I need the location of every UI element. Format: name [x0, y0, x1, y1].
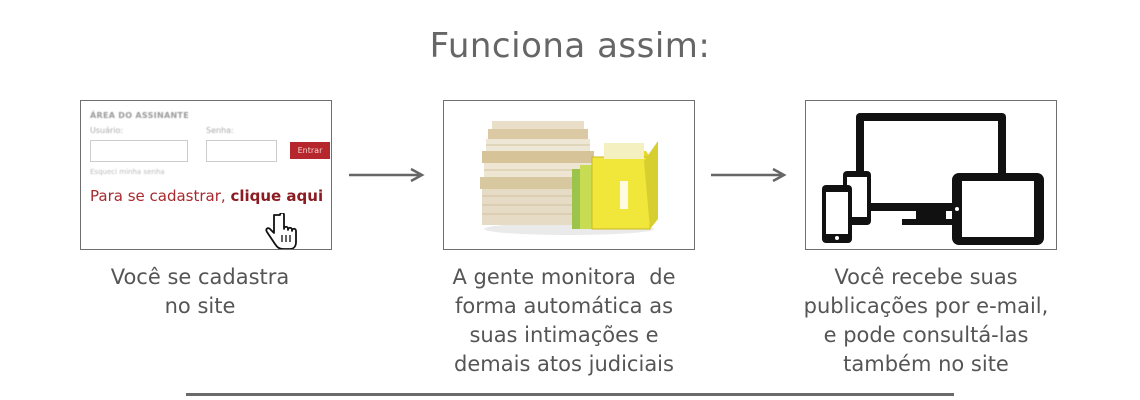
caption-line: Você recebe suas	[834, 265, 1018, 289]
bottom-divider	[186, 393, 954, 396]
arrow-right-icon	[711, 168, 787, 182]
page-title: Funciona assim:	[429, 26, 711, 66]
caption-line: A gente monitora de	[452, 265, 676, 289]
caption-line: forma automática as	[454, 294, 674, 318]
user-label: Usuário:	[90, 126, 124, 135]
folders-stack-icon	[480, 121, 658, 235]
step3-caption: Você recebe suas publicações por e-mail,…	[776, 263, 1076, 379]
register-text: Para se cadastrar, clique aqui	[90, 187, 323, 205]
step3-devices-panel	[805, 100, 1057, 250]
step1-login-panel: ÁREA DO ASSINANTE Usuário: Senha: Entrar…	[80, 100, 332, 250]
caption-line: no site	[164, 294, 236, 318]
step2-folders-panel	[443, 100, 695, 250]
register-link[interactable]: clique aqui	[230, 187, 324, 205]
devices-icon	[822, 113, 1044, 245]
hand-cursor-icon	[265, 213, 297, 249]
arrow-right-icon	[349, 168, 425, 182]
password-input[interactable]	[206, 140, 277, 162]
caption-line: publicações por e-mail,	[803, 294, 1049, 318]
login-heading: ÁREA DO ASSINANTE	[90, 111, 189, 120]
register-prefix: Para se cadastrar,	[90, 187, 226, 205]
caption-line: também no site	[843, 352, 1009, 376]
forgot-password-link[interactable]: Esqueci minha senha	[90, 168, 165, 176]
password-label: Senha:	[206, 126, 234, 135]
enter-button[interactable]: Entrar	[290, 142, 330, 159]
caption-line: e pode consultá-las	[823, 323, 1029, 347]
step1-caption: Você se cadastra no site	[50, 263, 350, 321]
step2-caption: A gente monitora de forma automática as …	[414, 263, 714, 379]
caption-line: demais atos judiciais	[454, 352, 674, 376]
user-input[interactable]	[90, 140, 188, 162]
caption-line: Você se cadastra	[110, 265, 290, 289]
caption-line: suas intimações e	[469, 323, 659, 347]
